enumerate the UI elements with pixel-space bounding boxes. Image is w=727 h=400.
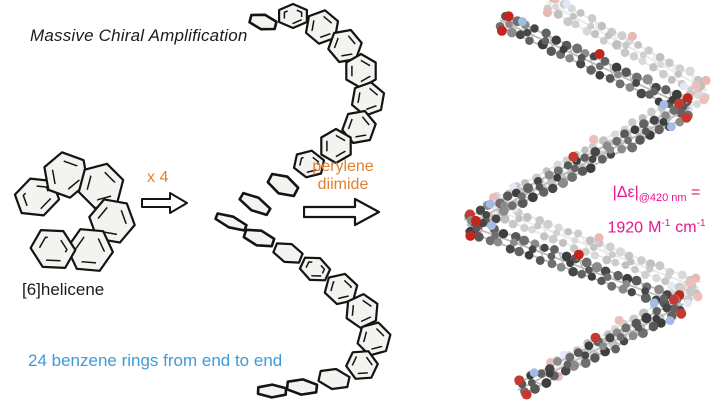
cd-value-number: 1920 <box>607 219 644 237</box>
page-title: Massive Chiral Amplification <box>30 26 248 45</box>
reagent-line2: diimide <box>317 176 369 193</box>
monomer-label: [6]helicene <box>22 280 105 299</box>
helicene-structure-drawing <box>13 151 136 272</box>
cd-measurement-line1: |Δε|@420 nm = <box>586 183 727 208</box>
block-arrow-right-icon <box>303 197 381 227</box>
multiplier-label: x 4 <box>147 169 169 186</box>
extended-helicene-drawing <box>214 2 392 399</box>
unit-cm-exponent: -1 <box>696 218 706 229</box>
caption: 24 benzene rings from end to end <box>28 351 283 370</box>
equals-sign: = <box>686 184 701 201</box>
unit-molar-exponent: -1 <box>661 218 671 229</box>
ball-and-stick-helix-model <box>463 0 711 400</box>
block-arrow-right-icon <box>141 192 188 214</box>
unit-molar: M <box>648 219 662 237</box>
unit-cm: cm <box>675 219 697 237</box>
wavelength-subscript: @420 nm <box>638 192 687 204</box>
reagent-label: perylene diimide <box>297 158 389 194</box>
reagent-line1: perylene <box>312 158 374 175</box>
delta-epsilon: |Δε| <box>612 184 639 201</box>
